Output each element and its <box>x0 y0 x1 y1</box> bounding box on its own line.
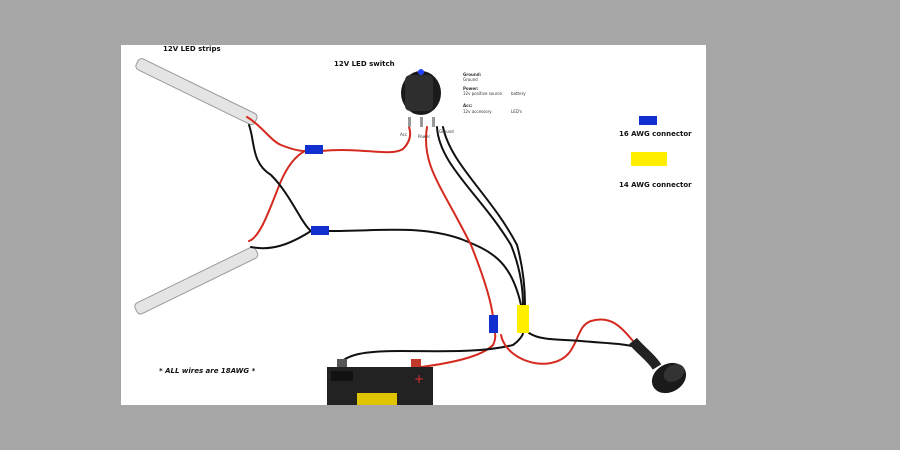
connector-16awg-label: 16 AWG connector <box>619 130 692 138</box>
terminal-ground-label: Ground <box>439 129 454 134</box>
connector-14awg-label: 14 AWG connector <box>619 181 692 189</box>
switch-ground-title: Ground: <box>463 72 482 77</box>
connector-16awg-bottom <box>489 315 498 333</box>
wires-note: * ALL wires are 18AWG * <box>159 367 256 375</box>
black-wire-strips-to-ground <box>328 228 522 306</box>
led-switch-label: 12V LED switch <box>334 60 395 68</box>
connector-16awg-top <box>305 145 323 154</box>
power-socket <box>629 337 687 394</box>
black-wire-top-strip <box>248 124 312 232</box>
terminal-acc-label: Acc <box>400 132 408 137</box>
battery: + <box>327 359 433 405</box>
svg-text:+: + <box>414 372 424 386</box>
connector-16awg-mid <box>311 226 329 235</box>
black-wire-to-socket <box>528 332 636 348</box>
legend-14awg-swatch <box>631 152 667 166</box>
wiring-svg: + <box>134 58 687 405</box>
red-wire-top-strip <box>246 116 306 152</box>
black-wire-switch-ground <box>436 126 524 306</box>
switch-power-title: Power: <box>463 86 479 91</box>
black-wire-switch-ground-2 <box>442 126 526 306</box>
led-strip-top <box>135 58 258 126</box>
connector-14awg <box>517 305 529 333</box>
red-wire-bottom-strip <box>248 150 306 242</box>
legend-16awg-swatch <box>639 116 657 125</box>
red-wire-to-socket <box>500 318 634 365</box>
led-strips-label: 12V LED strips <box>163 45 221 53</box>
rocker-switch <box>401 69 441 127</box>
switch-power-extra: battery <box>511 91 526 96</box>
red-wire-switch-power <box>425 126 494 318</box>
switch-ground-value: Ground <box>463 77 478 82</box>
black-wire-battery <box>336 332 524 374</box>
switch-acc-extra: LED's <box>511 109 523 114</box>
led-strip-bottom <box>134 246 259 315</box>
red-wire-to-switch-acc <box>320 126 412 154</box>
switch-acc-value: 12v accessory <box>463 109 492 114</box>
switch-acc-title: Acc: <box>463 103 473 108</box>
wiring-diagram: + 12V LED strips 12V LED switch 16 AWG c… <box>121 45 706 405</box>
terminal-power-label: Power <box>418 134 431 139</box>
red-wire-battery <box>420 326 497 368</box>
switch-power-value: 12v positive source <box>463 91 502 96</box>
black-wire-bottom-strip <box>250 230 312 250</box>
